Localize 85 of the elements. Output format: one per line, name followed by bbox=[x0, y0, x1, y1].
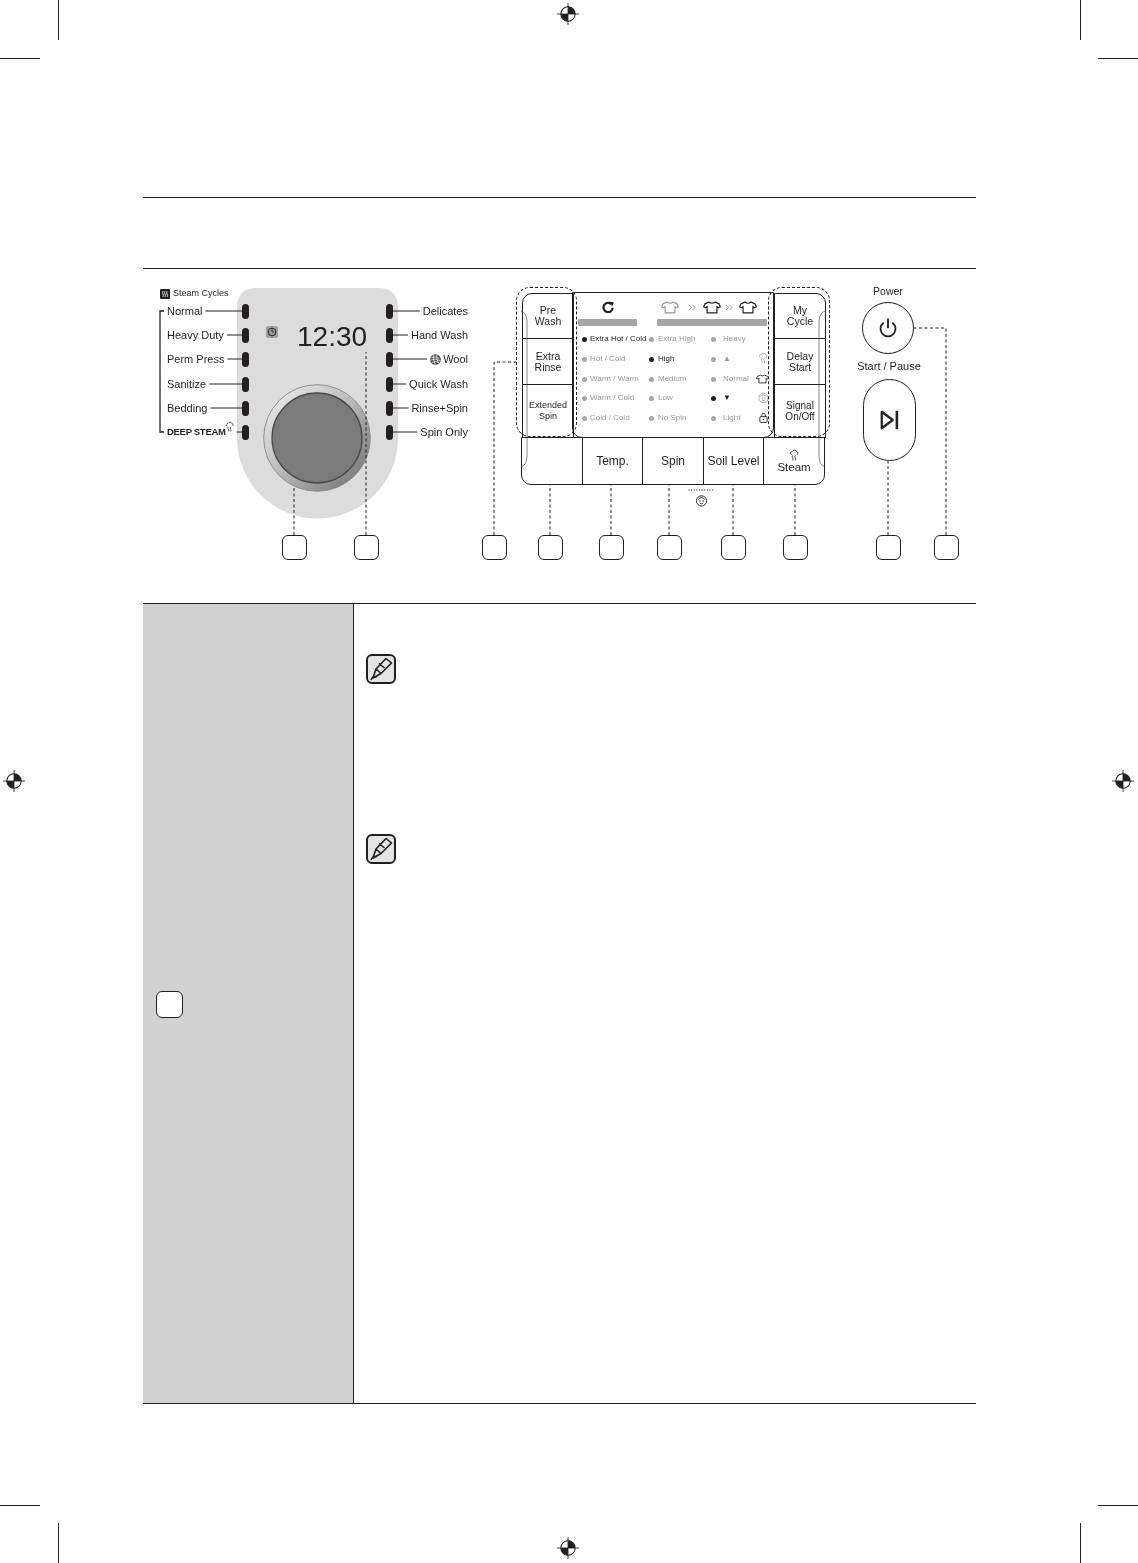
callout-box bbox=[156, 991, 183, 1018]
cycle-label: Sanitize bbox=[167, 377, 207, 391]
callout-box bbox=[537, 535, 563, 560]
indicator-light bbox=[386, 327, 393, 343]
leader-line bbox=[226, 358, 243, 360]
leader-line bbox=[392, 358, 428, 360]
indicator-light bbox=[242, 424, 249, 440]
callout-box bbox=[933, 535, 959, 560]
leader-line bbox=[392, 310, 421, 312]
cycle-label: Wool bbox=[443, 352, 468, 366]
button-caption: Start / Pause bbox=[856, 360, 922, 373]
option-button: Extended Spin bbox=[522, 384, 574, 438]
option-label: Normal bbox=[723, 374, 749, 384]
cycle-label: DEEP STEAM bbox=[167, 425, 226, 439]
indicator-light bbox=[386, 376, 393, 392]
leader-line bbox=[209, 407, 243, 409]
cycle-label: Bedding bbox=[167, 401, 208, 415]
option-label: No Spin bbox=[658, 413, 687, 423]
option-label: Low bbox=[658, 393, 673, 403]
option-button: Signal On/Off bbox=[774, 384, 826, 438]
leader-line bbox=[204, 310, 243, 312]
callout-box bbox=[720, 535, 746, 560]
callout-box bbox=[656, 535, 682, 560]
option-button: Delay Start bbox=[774, 338, 826, 385]
option-button bbox=[521, 437, 583, 485]
time-display: 12:30 bbox=[297, 322, 368, 352]
cycle-selector-knob bbox=[263, 384, 371, 492]
leader-line bbox=[549, 484, 551, 536]
status-display bbox=[572, 292, 774, 438]
leader-line bbox=[887, 460, 889, 536]
option-button: Steam bbox=[763, 437, 825, 485]
option-label: ▲ bbox=[723, 354, 731, 364]
option-label: Cold / Cold bbox=[590, 413, 630, 423]
option-label: Extra Hot / Cold bbox=[590, 334, 647, 344]
indicator-light bbox=[386, 303, 393, 319]
indicator-light bbox=[242, 376, 249, 392]
option-label: ▼ bbox=[723, 393, 731, 403]
cycle-label: Normal bbox=[167, 304, 203, 318]
indicator-light bbox=[242, 327, 249, 343]
leader-line bbox=[365, 351, 367, 536]
section-label: Steam Cycles bbox=[173, 288, 229, 299]
leader-line bbox=[208, 383, 243, 385]
callout-box bbox=[598, 535, 624, 560]
cycle-label: Perm Press bbox=[167, 352, 225, 366]
callout-box bbox=[281, 535, 307, 560]
indicator-light bbox=[242, 400, 249, 416]
leader-line bbox=[392, 334, 409, 336]
leader-line bbox=[293, 486, 295, 536]
indicator-light bbox=[242, 351, 249, 367]
option-label: Medium bbox=[658, 374, 687, 384]
option-label: Extra High bbox=[658, 334, 696, 344]
leader-line bbox=[668, 484, 670, 536]
leader-line bbox=[493, 361, 517, 536]
cycle-label: Delicates bbox=[422, 304, 468, 318]
callout-box bbox=[875, 535, 901, 560]
leader-line bbox=[610, 484, 612, 536]
option-label: Heavy bbox=[723, 334, 746, 344]
option-label: High bbox=[658, 354, 675, 364]
cycle-label: Hand Wash bbox=[410, 328, 468, 342]
indicator-light bbox=[386, 424, 393, 440]
option-label: Warm / Warm bbox=[590, 374, 639, 384]
indicator-light bbox=[386, 400, 393, 416]
callout-box bbox=[782, 535, 808, 560]
leader-line bbox=[794, 484, 796, 536]
option-label: Warm / Cold bbox=[590, 393, 635, 403]
leader-line bbox=[392, 431, 418, 433]
indicator-light bbox=[242, 303, 249, 319]
cycle-label: Spin Only bbox=[420, 425, 468, 439]
callout-box bbox=[481, 535, 507, 560]
leader-line bbox=[226, 334, 243, 336]
leader-line bbox=[236, 431, 243, 433]
option-label: Hot / Cold bbox=[590, 354, 626, 364]
leader-line bbox=[392, 383, 407, 385]
cycle-label: Rinse+Spin bbox=[411, 401, 468, 415]
dashed-outline bbox=[768, 287, 830, 437]
cycle-label: Heavy Duty bbox=[167, 328, 224, 342]
cycle-label: Quick Wash bbox=[409, 377, 468, 391]
indicator-light bbox=[386, 351, 393, 367]
leader-line bbox=[392, 407, 409, 409]
callout-box bbox=[353, 535, 379, 560]
leader-line bbox=[732, 484, 734, 536]
option-label: Light bbox=[723, 413, 741, 423]
option-button: My Cycle bbox=[774, 293, 826, 339]
leader-line bbox=[913, 327, 947, 536]
button-caption: Power bbox=[872, 285, 904, 298]
